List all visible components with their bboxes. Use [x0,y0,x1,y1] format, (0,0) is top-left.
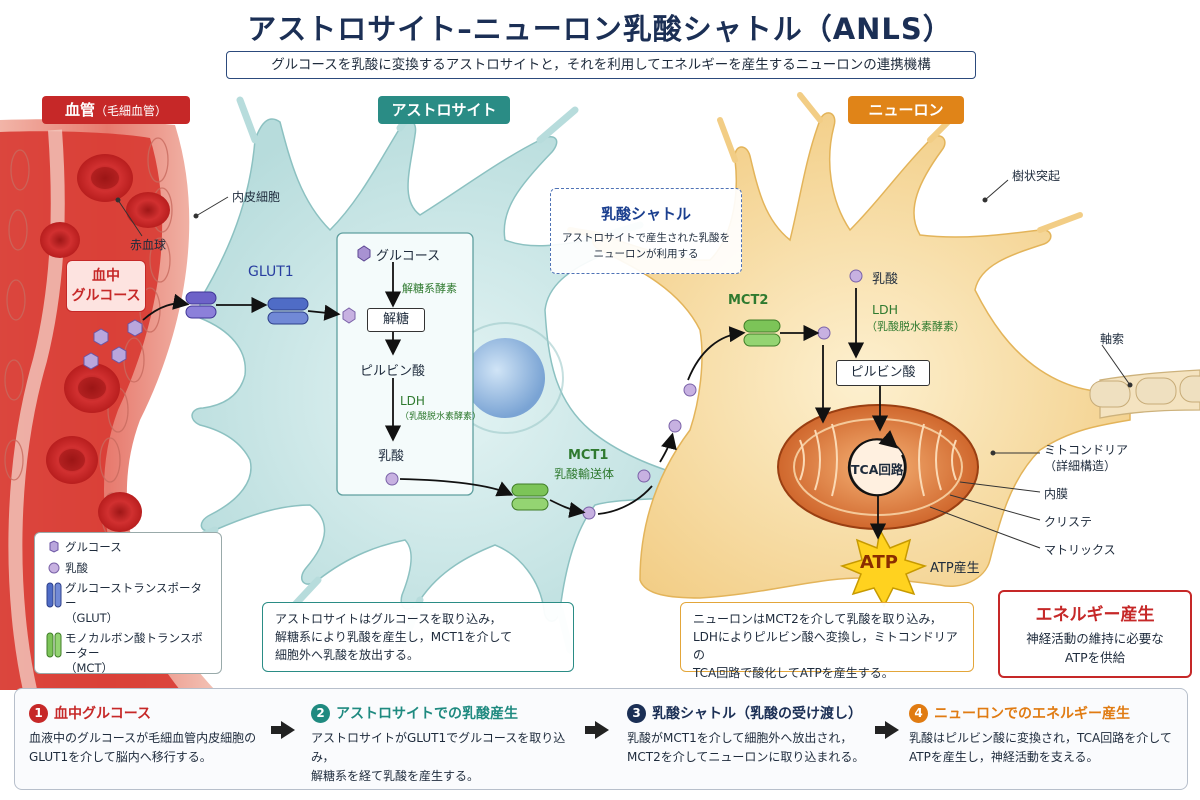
astrocyte-tag: アストロサイト [378,96,510,124]
astro-pyruvate-label: ピルビン酸 [360,364,426,379]
next-arrow-icon [271,721,295,739]
astro-lactate-label: 乳酸 [378,449,405,464]
legend-item-glucose: グルコース [43,539,213,555]
step-2: 2 アストロサイトでの乳酸産生 アストロサイトがGLUT1でグルコースを取り込み，… [311,703,569,786]
glycolysis-enzymes-label: 解糖系酵素 [402,282,457,295]
legend-item-lactate: 乳酸 [43,560,213,576]
step-number: 4 [909,703,928,723]
glut1-vessel-transporter [185,291,217,319]
mitochondria-label: ミトコンドリア （詳細構造） [1044,443,1129,473]
tca-cycle-label: TCA回路 [851,462,904,477]
dendrite-label: 樹状突起 [1012,169,1061,183]
cristae-label: クリステ [1044,515,1093,529]
glut1-label: GLUT1 [248,264,294,280]
step-1: 1 血中グルコース 血液中のグルコースが毛細血管内皮細胞の GLUT1を介して脳内… [29,703,287,767]
step-4: 4 ニューロンでのエネルギー産生 乳酸はピルビン酸に変換され，TCA回路を介して … [909,703,1179,767]
page-subtitle: グルコースを乳酸に変換するアストロサイトと，それを利用してエネルギーを産生するニ… [226,51,976,79]
legend-label: モノカルボン酸トランスポーター （MCT） [65,631,203,675]
legend: グルコース 乳酸 グルコーストランスポーター （GLUT） モノカルボン酸トラン… [34,532,222,676]
glycolysis-box: 解糖 [367,308,425,332]
step-title: アストロサイトでの乳酸産生 [336,706,518,722]
energy-production-title: エネルギー産生 [1035,605,1155,625]
hexagon-icon [43,540,65,554]
neuron-lactate-label: 乳酸 [872,272,899,287]
step-text: 血液中のグルコースが毛細血管内皮細胞の GLUT1を介して脳内へ移行する。 [29,731,257,764]
blood-glucose-callout: 血中 グルコース [66,260,146,312]
neuron-tag: ニューロン [848,96,964,124]
matrix-label: マトリックス [1044,543,1116,557]
legend-label: グルコース [65,540,122,554]
astro-glucose-label: グルコース [376,249,441,264]
blood-vessel-tag-sub: （毛細血管） [95,104,168,118]
legend-item-mct: モノカルボン酸トランスポーター （MCT） [43,631,213,676]
atp-production-label: ATP産生 [930,561,980,576]
legend-item-glut: グルコーストランスポーター （GLUT） [43,581,213,626]
energy-production-box: エネルギー産生 神経活動の維持に必要な ATPを供給 [998,590,1192,678]
step-number: 2 [311,703,330,723]
step-text: アストロサイトがGLUT1でグルコースを取り込み， 解糖系を経て乳酸を産生する。 [311,731,566,783]
mct1-desc-label: 乳酸輸送体 [554,467,615,481]
astro-ldh-label: LDH [400,394,425,408]
red-blood-cell-label: 赤血球 [130,238,167,252]
lactate-shuttle-text: アストロサイトで産生された乳酸を ニューロンが利用する [562,232,730,260]
astro-ldh-full-label: （乳酸脱水素酵素） [400,412,482,422]
blue-transporter-icon [43,581,65,609]
circle-icon [43,561,65,575]
step-text: 乳酸がMCT1を介して細胞外へ放出され， MCT2を介してニューロンに取り込まれ… [627,731,865,764]
step-title: ニューロンでのエネルギー産生 [934,706,1130,722]
step-text: 乳酸はピルビン酸に変換され，TCA回路を介して ATPを産生し，神経活動を支える… [909,731,1172,764]
green-transporter-icon [43,631,65,659]
steps-panel: 1 血中グルコース 血液中のグルコースが毛細血管内皮細胞の GLUT1を介して脳内… [14,688,1188,790]
step-number: 1 [29,703,48,723]
page-title: アストロサイト–ニューロン乳酸シャトル（ANLS） [247,12,953,46]
next-arrow-icon [585,721,609,739]
next-arrow-icon [875,721,899,739]
atp-label: ATP [860,552,899,573]
legend-label: 乳酸 [65,561,88,575]
step-title: 乳酸シャトル（乳酸の受け渡し） [652,706,862,722]
mct1-label: MCT1 [568,448,609,463]
neuron-ldh-full-label: （乳酸脱水素酵素） [866,320,965,333]
lactate-shuttle-title: 乳酸シャトル [600,205,691,223]
mct2-label: MCT2 [728,293,769,308]
step-3: 3 乳酸シャトル（乳酸の受け渡し） 乳酸がMCT1を介して細胞外へ放出され， MC… [627,703,885,767]
legend-label: グルコーストランスポーター （GLUT） [65,581,202,625]
neuron-ldh-label: LDH [872,302,898,317]
axon-label: 軸索 [1100,332,1125,346]
inner-membrane-label: 内膜 [1044,487,1069,501]
endothelial-cell-label: 内皮細胞 [232,190,281,204]
neuron-pyruvate-box: ピルビン酸 [836,360,930,386]
blood-vessel-tag-label: 血管 [64,101,95,119]
astrocyte-note: アストロサイトはグルコースを取り込み， 解糖系により乳酸を産生し，MCT1を介し… [262,602,574,672]
lactate-shuttle-box: 乳酸シャトル アストロサイトで産生された乳酸を ニューロンが利用する [550,188,742,274]
neuron-note: ニューロンはMCT2を介して乳酸を取り込み， LDHによりピルビン酸へ変換し，ミ… [680,602,974,680]
step-number: 3 [627,703,646,723]
energy-production-text: 神経活動の維持に必要な ATPを供給 [1026,631,1164,665]
step-title: 血中グルコース [54,706,152,722]
blood-vessel-tag: 血管（毛細血管） [42,96,190,124]
